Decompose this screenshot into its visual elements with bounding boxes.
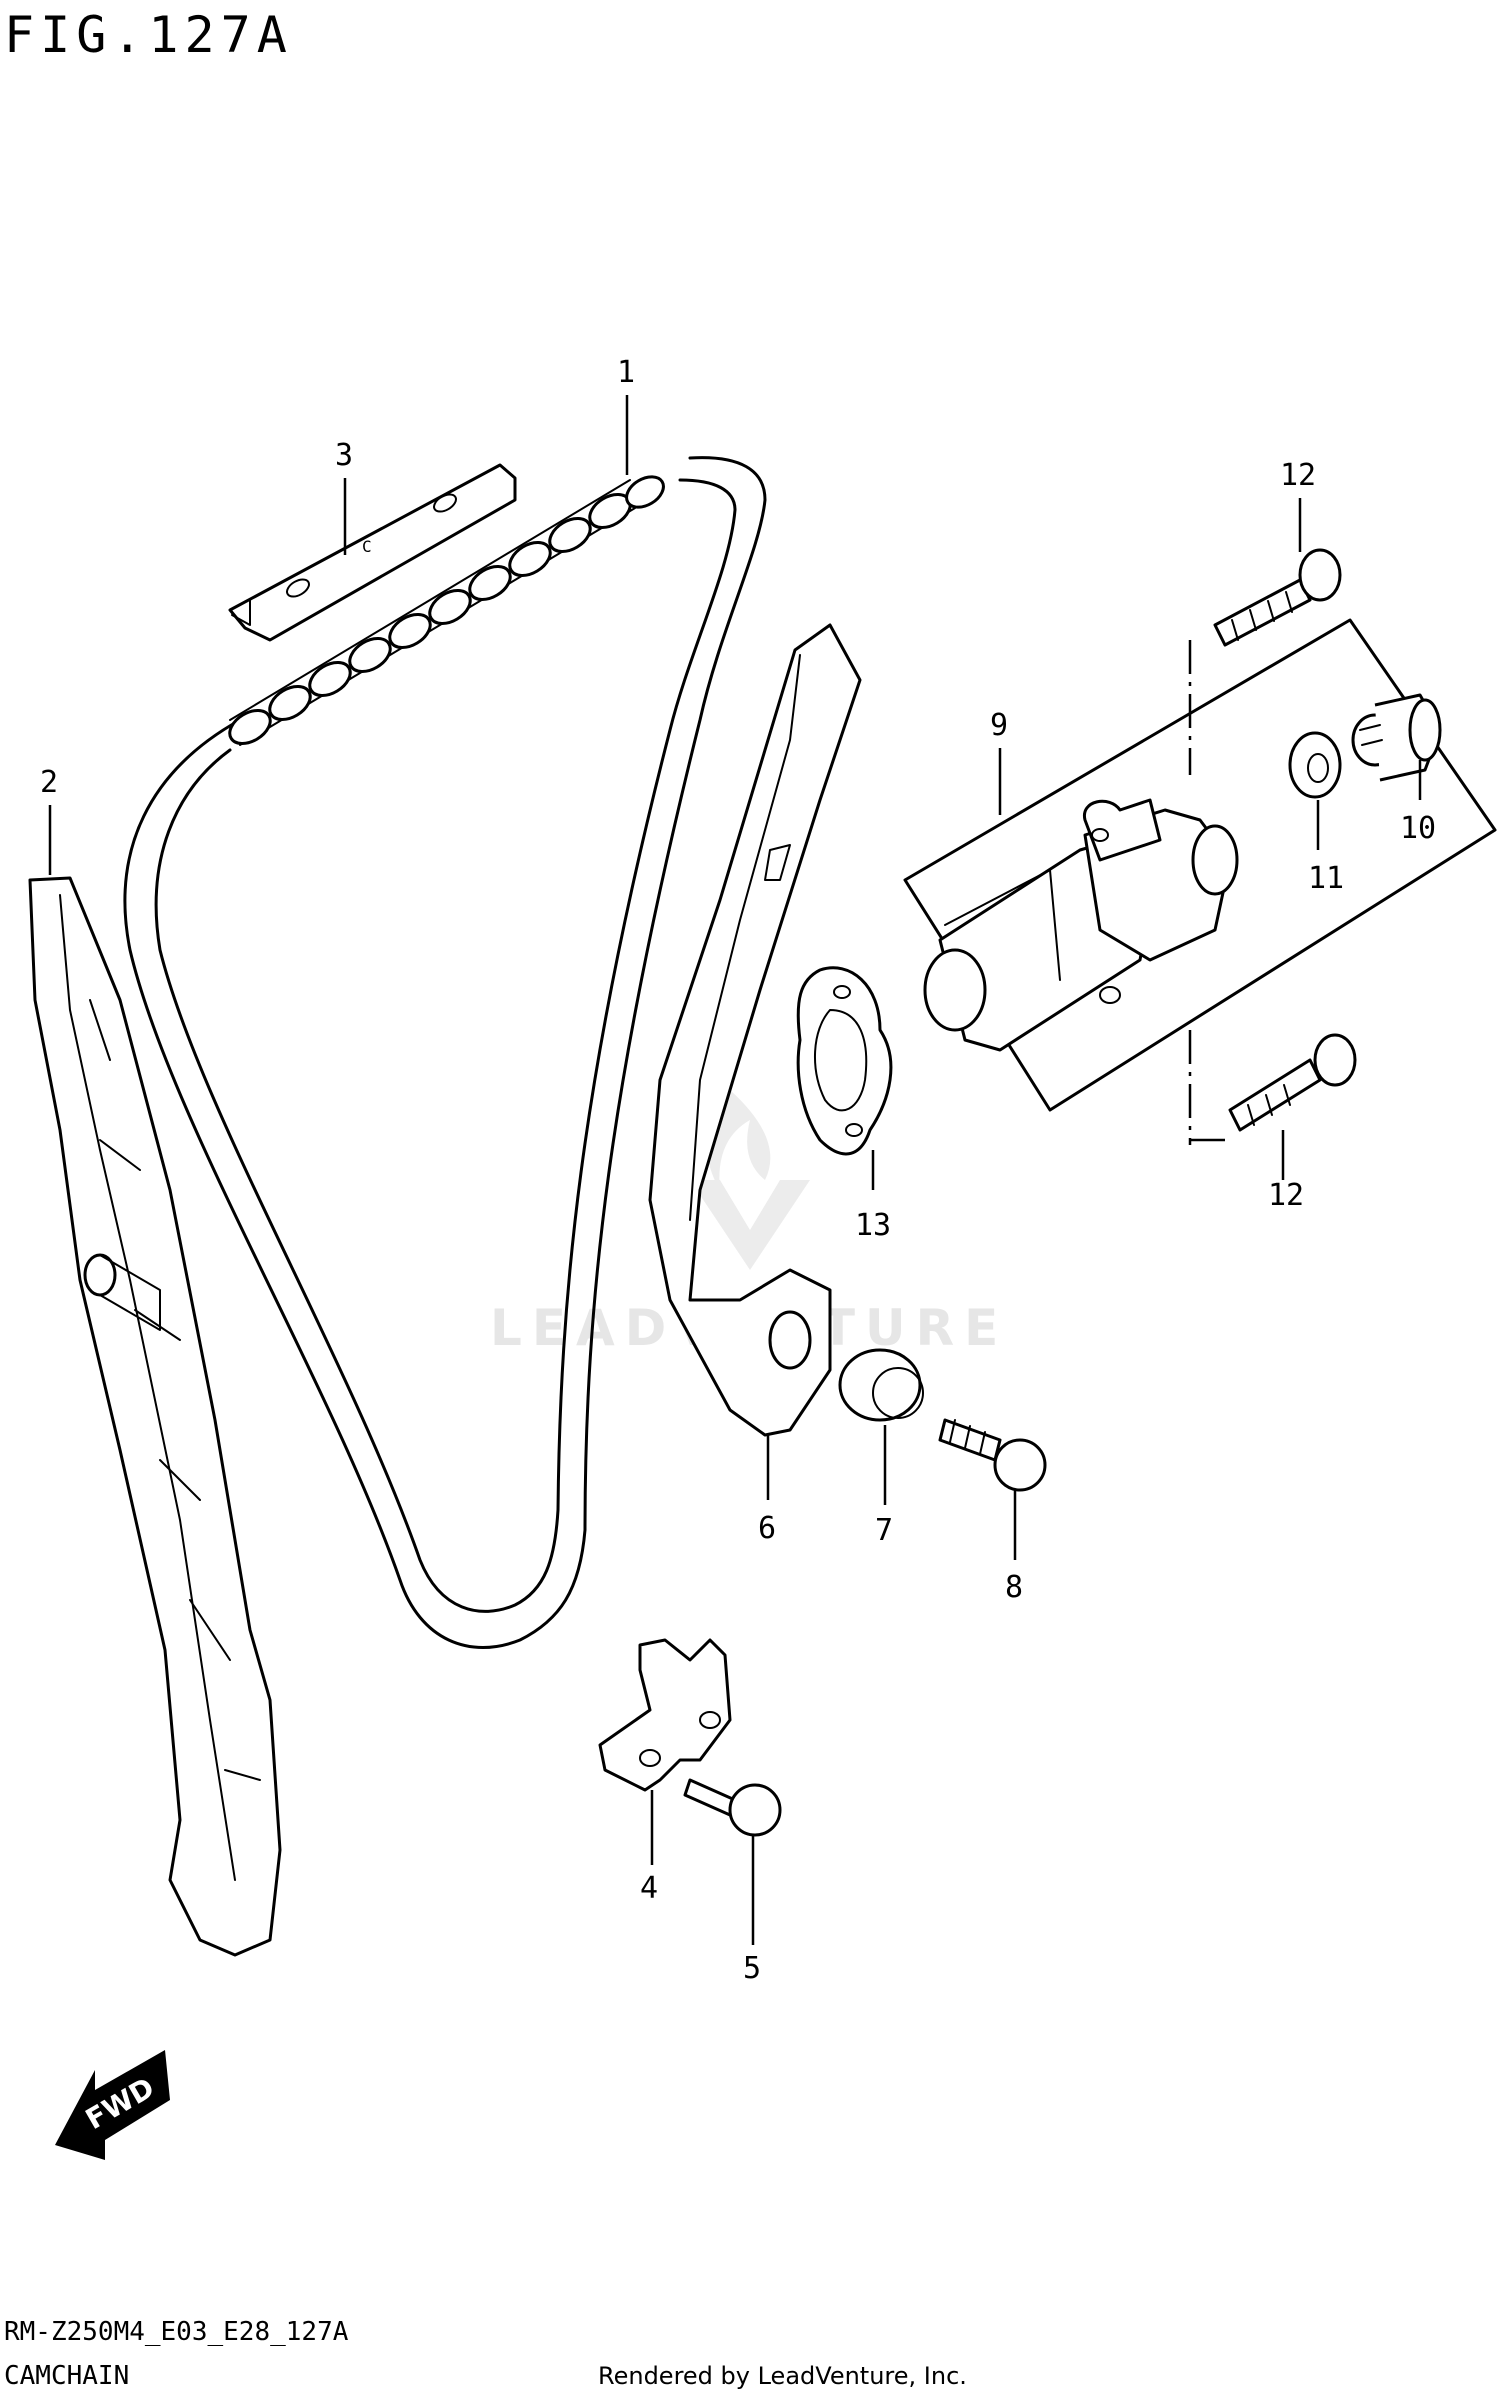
guide-bracket — [598, 1638, 732, 1792]
callout-11: 11 — [1308, 861, 1344, 896]
callout-12a: 12 — [1280, 458, 1316, 493]
model-code: RM-Z250M4_E03_E28_127A — [4, 2317, 349, 2347]
callout-6: 6 — [758, 1511, 776, 1546]
gasket — [796, 966, 893, 1156]
chain-guide-right — [648, 623, 862, 1437]
callout-3: 3 — [335, 438, 353, 473]
callout-8: 8 — [1005, 1570, 1023, 1605]
washer — [1288, 731, 1342, 799]
callout-1: 1 — [617, 355, 635, 390]
callout-12b: 12 — [1268, 1178, 1304, 1213]
chain-tensioner-guide — [28, 876, 282, 1957]
chain-links — [228, 475, 665, 746]
guide-bolt — [938, 1418, 1047, 1492]
callout-7: 7 — [875, 1513, 893, 1548]
callout-2: 2 — [40, 765, 58, 800]
callout-13: 13 — [855, 1208, 891, 1243]
tensioner-bolt-upper — [1213, 548, 1342, 647]
svg-text:C: C — [362, 537, 372, 556]
fwd-arrow-icon: FWD — [55, 2050, 170, 2160]
rendered-by: Rendered by LeadVenture, Inc. — [598, 2362, 967, 2390]
callout-5: 5 — [743, 1951, 761, 1986]
figure-title: FIG.127A — [4, 6, 293, 64]
cam-chain — [123, 456, 767, 1649]
tensioner-plug — [1351, 693, 1442, 782]
tensioner-bolt-lower — [1228, 1033, 1357, 1132]
callout-4: 4 — [640, 1871, 658, 1906]
section-name: CAMCHAIN — [4, 2361, 129, 2391]
callout-10: 10 — [1400, 811, 1436, 846]
callout-9: 9 — [990, 708, 1008, 743]
spacer — [838, 1348, 924, 1422]
cam-chain-tensioner — [923, 798, 1239, 1052]
chain-guide-top: C — [228, 463, 517, 642]
bracket-bolt — [683, 1778, 782, 1837]
